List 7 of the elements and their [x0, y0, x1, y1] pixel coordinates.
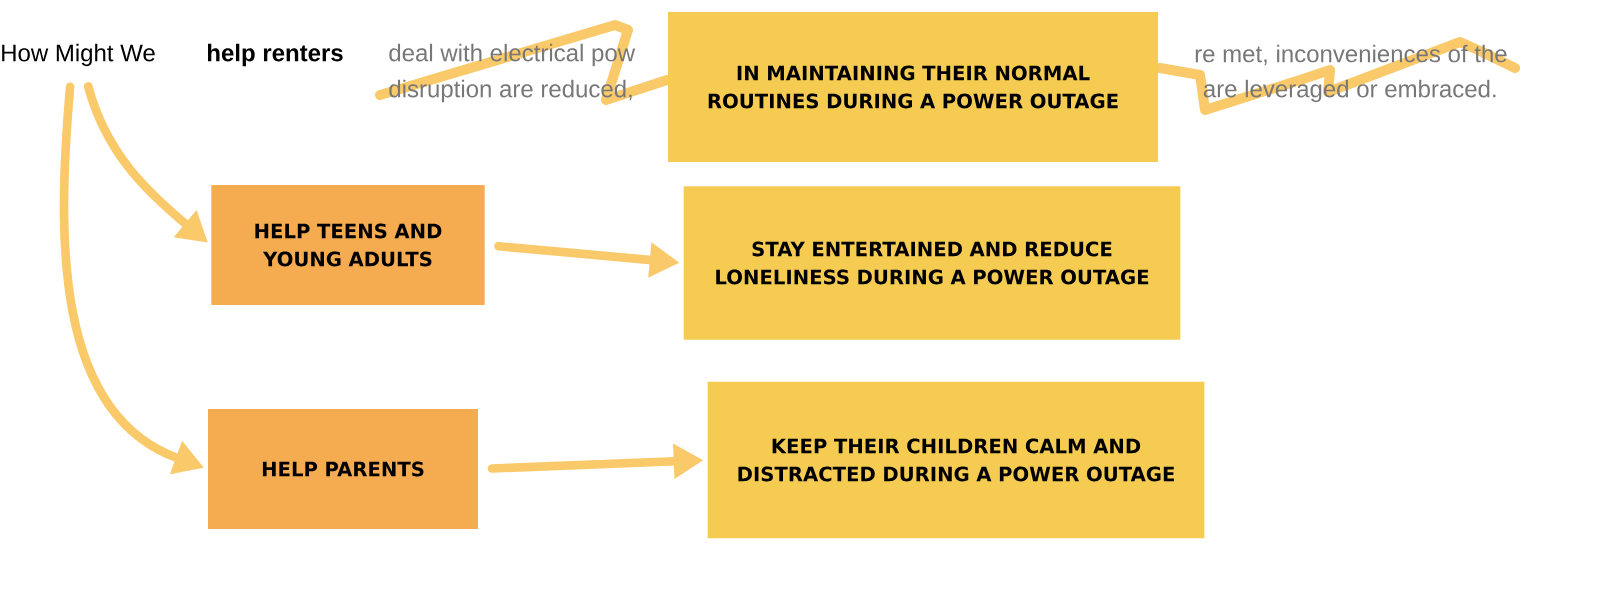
- sticky-note: STAY ENTERTAINED AND REDUCE LONELINESS DURING A POWER OUTAGE: [683, 186, 1181, 340]
- highlighted-text: help renters: [208, 43, 343, 67]
- heading-text: How Might We: [2, 43, 155, 67]
- sticky-note: HELP TEENS AND YOUNG ADULTS: [211, 185, 485, 305]
- sticky-note: KEEP THEIR CHILDREN CALM AND DISTRACTED DURING A POWER OUTAGE: [707, 381, 1205, 539]
- sticky-note: HELP PARENTS: [208, 409, 478, 529]
- sticky-note: IN MAINTAINING THEIR NORMAL ROUTINES DURING A POWER OUTAGE: [668, 12, 1158, 162]
